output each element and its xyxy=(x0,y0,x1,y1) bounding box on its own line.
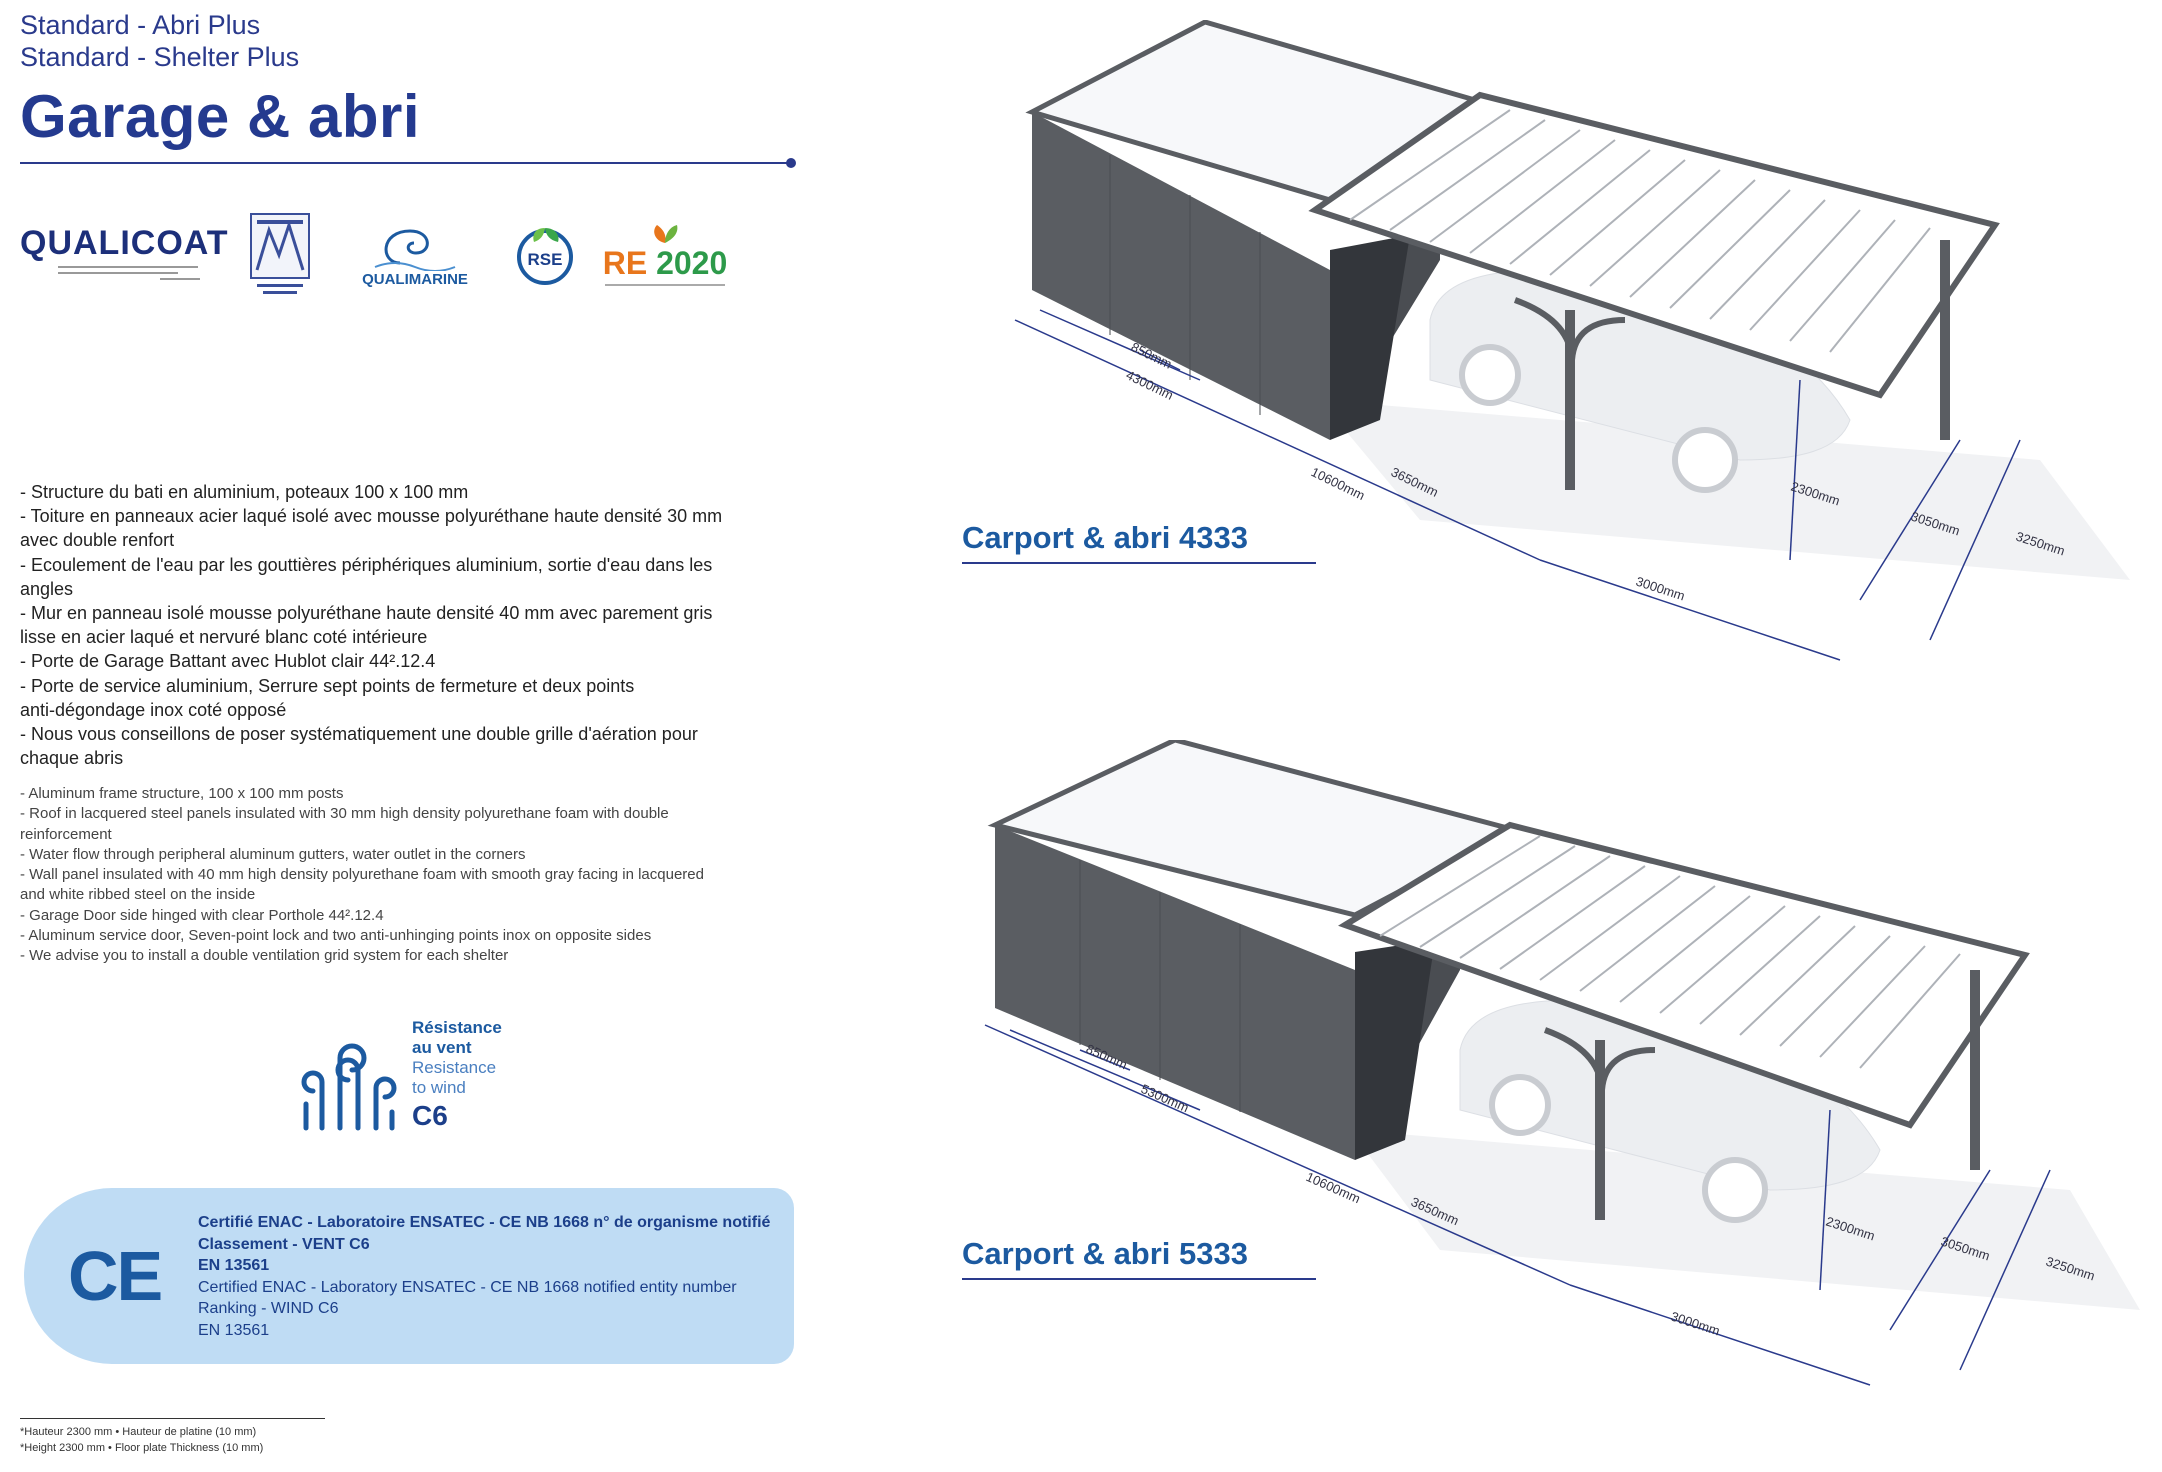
footnote-line-fr: *Hauteur 2300 mm • Hauteur de platine (1… xyxy=(20,1426,257,1438)
dimension-lines xyxy=(1014,309,2021,661)
ce-certification-text: Certifié ENAC - Laboratoire ENSATEC - CE… xyxy=(198,1212,770,1341)
dim-label: 10600mm xyxy=(1309,464,1368,503)
leaf-icon xyxy=(654,224,678,243)
qualimarine-wave-icon xyxy=(374,228,456,271)
spec-en-line: - Water flow through peripheral aluminum… xyxy=(20,845,526,863)
wind-en-line1: Resistance xyxy=(412,1058,497,1077)
wind-resistance-label: Résistance au vent Resistance to wind C6 xyxy=(412,1018,502,1134)
page-title: Garage & abri xyxy=(20,83,420,150)
carport-post xyxy=(1940,240,1950,440)
subtitle-fr: Standard - Abri Plus xyxy=(20,10,261,40)
specs-french: - Structure du bati en aluminium, poteau… xyxy=(20,480,780,770)
spec-en-line: - We advise you to install a double vent… xyxy=(20,947,509,965)
spec-fr-line: - Nous vous conseillons de poser systéma… xyxy=(20,724,698,745)
spec-en-line: - Garage Door side hinged with clear Por… xyxy=(20,906,384,924)
carport-4333-drawing: 850mm 4300mm 10600mm 3650mm 3000mm 2300m… xyxy=(1014,20,2130,661)
wind-class: C6 xyxy=(412,1100,448,1131)
wind-fr-line2: au vent xyxy=(412,1038,472,1057)
carport-roof xyxy=(1338,821,2030,1129)
spec-fr-line: - Ecoulement de l'eau par les gouttières… xyxy=(20,554,713,575)
qualicoat-small-print xyxy=(20,263,210,287)
cert-line: EN 13561 xyxy=(198,1257,270,1274)
spec-en-line: reinforcement xyxy=(20,825,112,843)
rse-logo: RSE xyxy=(510,210,580,300)
cert-line: Certifié ENAC - Laboratoire ENSATEC - CE… xyxy=(198,1214,771,1231)
ce-mark-icon: CE xyxy=(68,1237,163,1315)
footnote: *Hauteur 2300 mm • Hauteur de platine (1… xyxy=(20,1424,263,1456)
qualicoat-text: QUALICOAT xyxy=(20,223,229,262)
carport-post xyxy=(1970,970,1980,1170)
dim-label: 10600mm xyxy=(1304,1169,1363,1206)
carport-post xyxy=(1595,1040,1605,1220)
spec-fr-line: anti-dégondage inox coté opposé xyxy=(20,699,287,720)
spec-fr-line: - Porte de Garage Battant avec Hublot cl… xyxy=(20,651,436,672)
ce-certification-panel xyxy=(24,1188,794,1364)
re2020-logo: RE 2020 xyxy=(600,210,730,300)
spec-en-line: - Aluminum frame structure, 100 x 100 mm… xyxy=(20,785,344,802)
cert-line: Classement - VENT C6 xyxy=(198,1235,370,1253)
footnote-line-en: *Height 2300 mm • Floor plate Thickness … xyxy=(20,1442,264,1454)
spec-en-line: - Aluminum service door, Seven-point loc… xyxy=(20,927,652,945)
carport-post xyxy=(1565,310,1575,490)
car-illustration xyxy=(1429,269,1851,493)
wind-fr-line1: Résistance xyxy=(412,1018,502,1037)
spec-en-line: and white ribbed steel on the inside xyxy=(20,886,256,904)
cert-line: EN 13561 xyxy=(198,1321,270,1339)
re2020-year: 2020 xyxy=(656,244,728,281)
spec-fr-line: - Structure du bati en aluminium, poteau… xyxy=(20,482,469,502)
specs-english: - Aluminum frame structure, 100 x 100 mm… xyxy=(20,784,800,967)
spec-fr-line: - Mur en panneau isolé mousse polyurétha… xyxy=(20,603,713,624)
spec-en-line: - Roof in lacquered steel panels insulat… xyxy=(20,805,669,823)
garage-opening xyxy=(1355,940,1435,1160)
spec-fr-line: lisse en acier laqué et nervuré blanc co… xyxy=(20,627,428,648)
spec-fr-line: avec double renfort xyxy=(20,530,175,551)
product-caption-5333: Carport & abri 5333 xyxy=(962,1236,1248,1271)
dim-label: 3000mm xyxy=(1634,574,1687,604)
product-caption-4333: Carport & abri 4333 xyxy=(962,520,1248,555)
re2020-prefix: RE xyxy=(602,244,648,281)
cert-line: Certified ENAC - Laboratory ENSATEC - CE… xyxy=(198,1278,737,1296)
caption-underline xyxy=(962,1278,1316,1280)
garage-front-wall xyxy=(995,825,1355,1160)
garage-opening xyxy=(1330,235,1410,440)
dim-label: 3000mm xyxy=(1669,1309,1722,1339)
title-divider-dot xyxy=(786,158,796,168)
qualicoat-logo: QUALICOAT xyxy=(20,210,228,300)
footnote-divider xyxy=(20,1418,325,1419)
spec-fr-line: - Porte de service aluminium, Serrure se… xyxy=(20,675,635,696)
car-illustration xyxy=(1459,999,1881,1223)
title-divider xyxy=(20,162,790,164)
qualimarine-text: QUALIMARINE xyxy=(362,270,468,288)
qualimarine-logo: QUALIMARINE xyxy=(350,210,480,300)
certification-badge-icon xyxy=(245,210,315,300)
garage-front-wall xyxy=(1032,112,1330,440)
roof-slats xyxy=(1349,109,1931,353)
dim-label: 4300mm xyxy=(1124,367,1176,403)
wind-resistance-icon xyxy=(301,1043,397,1131)
carport-5333-drawing: 850mm 5300mm 10600mm 3650mm 3000mm 2300m… xyxy=(984,740,2140,1386)
rse-text: RSE xyxy=(528,250,563,269)
ground-shadow xyxy=(1320,400,2130,580)
spec-fr-line: - Toiture en panneaux acier laqué isolé … xyxy=(20,506,723,527)
cert-line: Ranking - WIND C6 xyxy=(198,1300,339,1317)
spec-en-line: - Wall panel insulated with 40 mm high d… xyxy=(20,866,704,884)
subtitle-en: Standard - Shelter Plus xyxy=(20,42,300,72)
spec-fr-line: angles xyxy=(20,578,74,599)
wind-en-line2: to wind xyxy=(412,1078,466,1097)
carport-roof xyxy=(1308,91,2000,399)
spec-fr-line: chaque abris xyxy=(20,748,124,769)
re2020-small-print xyxy=(605,283,725,286)
caption-underline xyxy=(962,562,1316,564)
dimension-lines xyxy=(984,1024,2051,1386)
roof-slats xyxy=(1379,835,1961,1069)
